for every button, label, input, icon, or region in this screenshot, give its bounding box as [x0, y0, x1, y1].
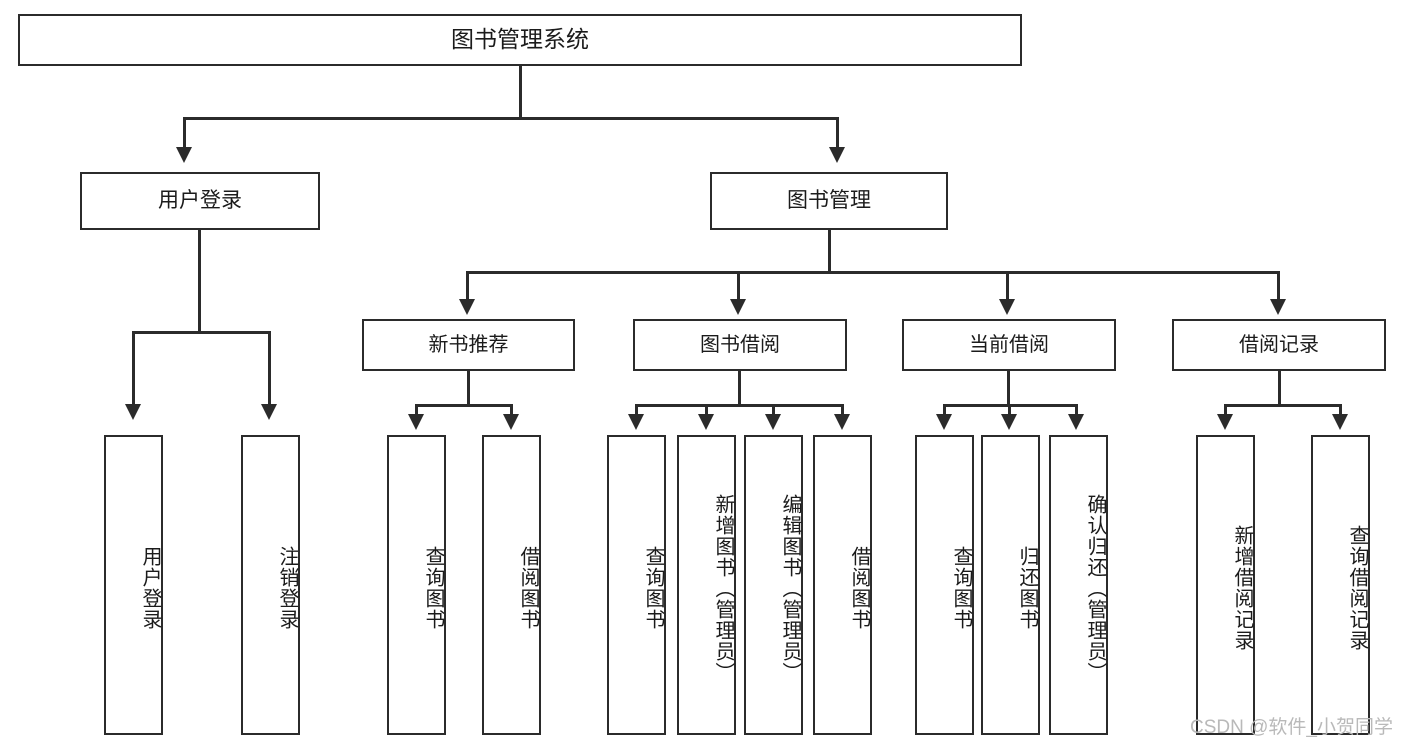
- connector-user-login-drop-1: [132, 331, 135, 406]
- node-book-borrow[interactable]: 图书借阅: [633, 319, 847, 371]
- node-leaf-add-book-label: 新增图书（管理员）: [712, 493, 734, 683]
- arrow-bm-to-new-book-recommend: [459, 299, 475, 315]
- node-leaf-query-record-label: 查询借阅记录: [1346, 525, 1368, 651]
- node-leaf-query-record[interactable]: 查询借阅记录: [1311, 435, 1370, 735]
- connector-bb-drop-4: [841, 404, 844, 416]
- connector-book-manage-stem: [828, 230, 831, 272]
- connector-bm-drop-4: [1277, 271, 1280, 301]
- connector-bb-drop-1: [635, 404, 638, 416]
- connector-book-manage-bus: [466, 271, 1280, 274]
- node-leaf-user-login-label: 用户登录: [139, 546, 161, 630]
- arrow-bm-to-borrow-record: [1270, 299, 1286, 315]
- node-book-manage-label: 图书管理: [787, 189, 871, 213]
- connector-root-to-book-manage: [836, 117, 839, 149]
- arrow-bm-to-book-borrow: [730, 299, 746, 315]
- connector-cb-drop-2: [1008, 404, 1011, 416]
- connector-br-drop-2: [1339, 404, 1342, 416]
- node-leaf-edit-book[interactable]: 编辑图书（管理员）: [744, 435, 803, 735]
- connector-bm-drop-3: [1006, 271, 1009, 301]
- connector-cb-drop-1: [943, 404, 946, 416]
- node-borrow-record[interactable]: 借阅记录: [1172, 319, 1386, 371]
- arrow-nbr-leaf-2: [503, 414, 519, 430]
- node-leaf-query-book-3-label: 查询图书: [950, 546, 972, 630]
- node-borrow-record-label: 借阅记录: [1239, 333, 1319, 356]
- connector-nbr-drop-1: [415, 404, 418, 416]
- node-leaf-borrow-book-2[interactable]: 借阅图书: [813, 435, 872, 735]
- node-leaf-user-logout-label: 注销登录: [276, 546, 298, 630]
- node-leaf-query-book-2-label: 查询图书: [642, 546, 664, 630]
- connector-cb-drop-3: [1075, 404, 1078, 416]
- node-leaf-user-login[interactable]: 用户登录: [104, 435, 163, 735]
- connector-nbr-drop-2: [510, 404, 513, 416]
- node-book-borrow-label: 图书借阅: [700, 333, 780, 356]
- arrow-cb-leaf-2: [1001, 414, 1017, 430]
- arrow-root-to-book-manage: [829, 147, 845, 163]
- connector-root-stem: [519, 66, 522, 118]
- connector-bb-bus: [635, 404, 844, 407]
- connector-bm-drop-1: [466, 271, 469, 301]
- node-leaf-add-record-label: 新增借阅记录: [1231, 525, 1253, 651]
- arrow-user-login-leaf-1: [125, 404, 141, 420]
- connector-root-to-user-login: [183, 117, 186, 149]
- node-leaf-confirm-return-label: 确认归还（管理员）: [1084, 493, 1106, 683]
- connector-cb-stem: [1007, 371, 1010, 405]
- arrow-root-to-user-login: [176, 147, 192, 163]
- arrow-bb-leaf-4: [834, 414, 850, 430]
- connector-user-login-bus: [132, 331, 271, 334]
- arrow-cb-leaf-1: [936, 414, 952, 430]
- arrow-bb-leaf-3: [765, 414, 781, 430]
- arrow-user-login-leaf-2: [261, 404, 277, 420]
- node-leaf-query-book-3[interactable]: 查询图书: [915, 435, 974, 735]
- node-book-manage[interactable]: 图书管理: [710, 172, 948, 230]
- node-leaf-query-book-1-label: 查询图书: [422, 546, 444, 630]
- node-user-login[interactable]: 用户登录: [80, 172, 320, 230]
- arrow-cb-leaf-3: [1068, 414, 1084, 430]
- node-leaf-borrow-book-2-label: 借阅图书: [848, 546, 870, 630]
- arrow-br-leaf-1: [1217, 414, 1233, 430]
- node-leaf-add-record[interactable]: 新增借阅记录: [1196, 435, 1255, 735]
- connector-br-stem: [1278, 371, 1281, 405]
- csdn-watermark: CSDN @软件_小贺同学: [1190, 717, 1393, 738]
- node-leaf-add-book[interactable]: 新增图书（管理员）: [677, 435, 736, 735]
- node-leaf-query-book-1[interactable]: 查询图书: [387, 435, 446, 735]
- connector-bb-drop-3: [772, 404, 775, 416]
- arrow-bm-to-current-borrow: [999, 299, 1015, 315]
- node-new-book-recommend-label: 新书推荐: [428, 333, 509, 356]
- node-current-borrow[interactable]: 当前借阅: [902, 319, 1116, 371]
- connector-user-login-stem: [198, 230, 201, 332]
- connector-root-bus: [183, 117, 839, 120]
- connector-user-login-drop-2: [268, 331, 271, 406]
- node-leaf-user-logout[interactable]: 注销登录: [241, 435, 300, 735]
- node-leaf-confirm-return[interactable]: 确认归还（管理员）: [1049, 435, 1108, 735]
- connector-nbr-bus: [415, 404, 513, 407]
- node-leaf-borrow-book-1-label: 借阅图书: [517, 546, 539, 630]
- connector-nbr-stem: [467, 371, 470, 405]
- arrow-bb-leaf-2: [698, 414, 714, 430]
- connector-bm-drop-2: [737, 271, 740, 301]
- node-leaf-return-book[interactable]: 归还图书: [981, 435, 1040, 735]
- node-leaf-borrow-book-1[interactable]: 借阅图书: [482, 435, 541, 735]
- node-user-login-label: 用户登录: [158, 189, 242, 213]
- node-root[interactable]: 图书管理系统: [18, 14, 1022, 66]
- connector-br-bus: [1224, 404, 1342, 407]
- node-leaf-edit-book-label: 编辑图书（管理员）: [779, 493, 801, 683]
- connector-bb-stem: [738, 371, 741, 405]
- node-root-label: 图书管理系统: [451, 26, 589, 53]
- connector-br-drop-1: [1224, 404, 1227, 416]
- connector-bb-drop-2: [705, 404, 708, 416]
- node-leaf-return-book-label: 归还图书: [1016, 546, 1038, 630]
- node-leaf-query-book-2[interactable]: 查询图书: [607, 435, 666, 735]
- arrow-br-leaf-2: [1332, 414, 1348, 430]
- arrow-nbr-leaf-1: [408, 414, 424, 430]
- node-current-borrow-label: 当前借阅: [969, 333, 1049, 356]
- arrow-bb-leaf-1: [628, 414, 644, 430]
- node-new-book-recommend[interactable]: 新书推荐: [362, 319, 575, 371]
